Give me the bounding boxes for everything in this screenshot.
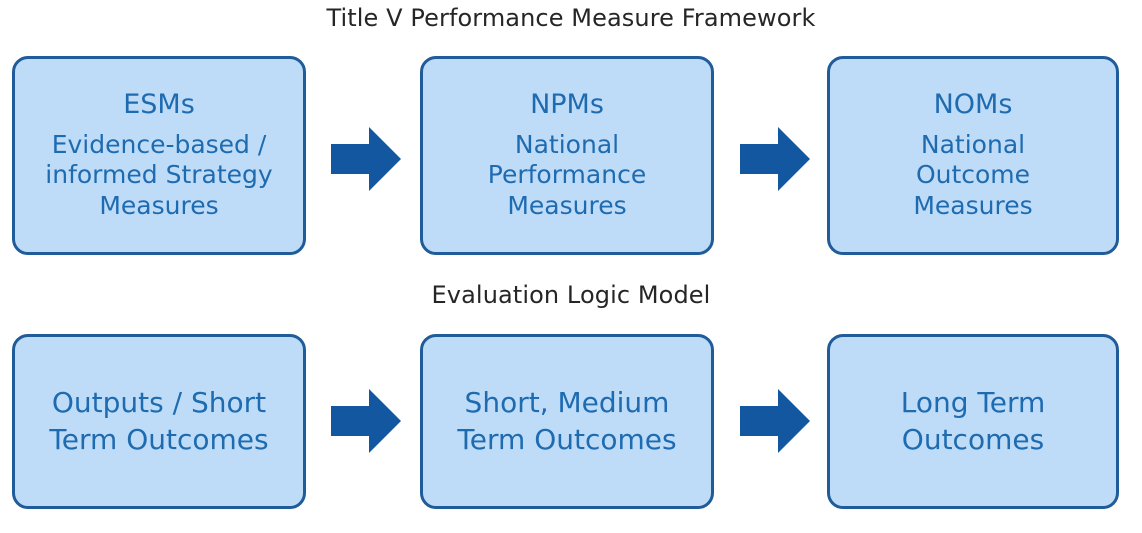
right-arrow-icon-logic-2 [740, 389, 810, 453]
node-short-medium-term-outcomes-label: Short, Medium Term Outcomes [457, 385, 676, 459]
node-npms-heading: NPMs [530, 88, 604, 120]
node-npms-subtext-line-1: National [514, 129, 620, 159]
node-esms-subtext-line-1: Evidence-based / [51, 129, 267, 159]
node-outputs-short-term-outcomes-label-line-1: Outputs / Short [51, 385, 267, 419]
node-long-term-outcomes[interactable]: Long Term Outcomes [827, 334, 1119, 509]
node-npms-subtext-line-3: Measures [507, 190, 627, 220]
node-noms[interactable]: NOMs National Outcome Measures [827, 56, 1119, 255]
node-long-term-outcomes-label: Long Term Outcomes [901, 385, 1046, 459]
node-long-term-outcomes-label-line-1: Long Term [900, 385, 1046, 419]
logic-section-title: Evaluation Logic Model [431, 281, 711, 309]
node-npms[interactable]: NPMs National Performance Measures [420, 56, 714, 255]
node-esms-subtext-line-2: informed Strategy [45, 160, 273, 190]
node-esms-heading: ESMs [123, 88, 195, 120]
framework-section-title: Title V Performance Measure Framework [326, 4, 816, 32]
node-esms-subtext: Evidence-based / informed Strategy Measu… [45, 130, 272, 222]
right-arrow-icon-framework-2 [740, 127, 810, 191]
right-arrow-icon-logic-1 [331, 389, 401, 453]
node-outputs-short-term-outcomes-label-line-2: Term Outcomes [49, 422, 269, 456]
node-noms-subtext: National Outcome Measures [913, 130, 1032, 222]
node-npms-subtext-line-2: Performance [487, 160, 647, 190]
node-noms-subtext-line-1: National [920, 129, 1026, 159]
node-short-medium-term-outcomes-label-line-1: Short, Medium [464, 385, 670, 419]
node-long-term-outcomes-label-line-2: Outcomes [901, 422, 1045, 456]
node-noms-subtext-line-3: Measures [913, 190, 1033, 220]
node-short-medium-term-outcomes[interactable]: Short, Medium Term Outcomes [420, 334, 714, 509]
node-noms-heading: NOMs [933, 88, 1013, 120]
node-outputs-short-term-outcomes[interactable]: Outputs / Short Term Outcomes [12, 334, 306, 509]
node-short-medium-term-outcomes-label-line-2: Term Outcomes [457, 422, 677, 456]
right-arrow-icon-framework-1 [331, 127, 401, 191]
node-esms-subtext-line-3: Measures [99, 190, 219, 220]
node-esms[interactable]: ESMs Evidence-based / informed Strategy … [12, 56, 306, 255]
node-noms-subtext-line-2: Outcome [915, 160, 1031, 190]
node-outputs-short-term-outcomes-label: Outputs / Short Term Outcomes [49, 385, 268, 459]
node-npms-subtext: National Performance Measures [488, 130, 646, 222]
